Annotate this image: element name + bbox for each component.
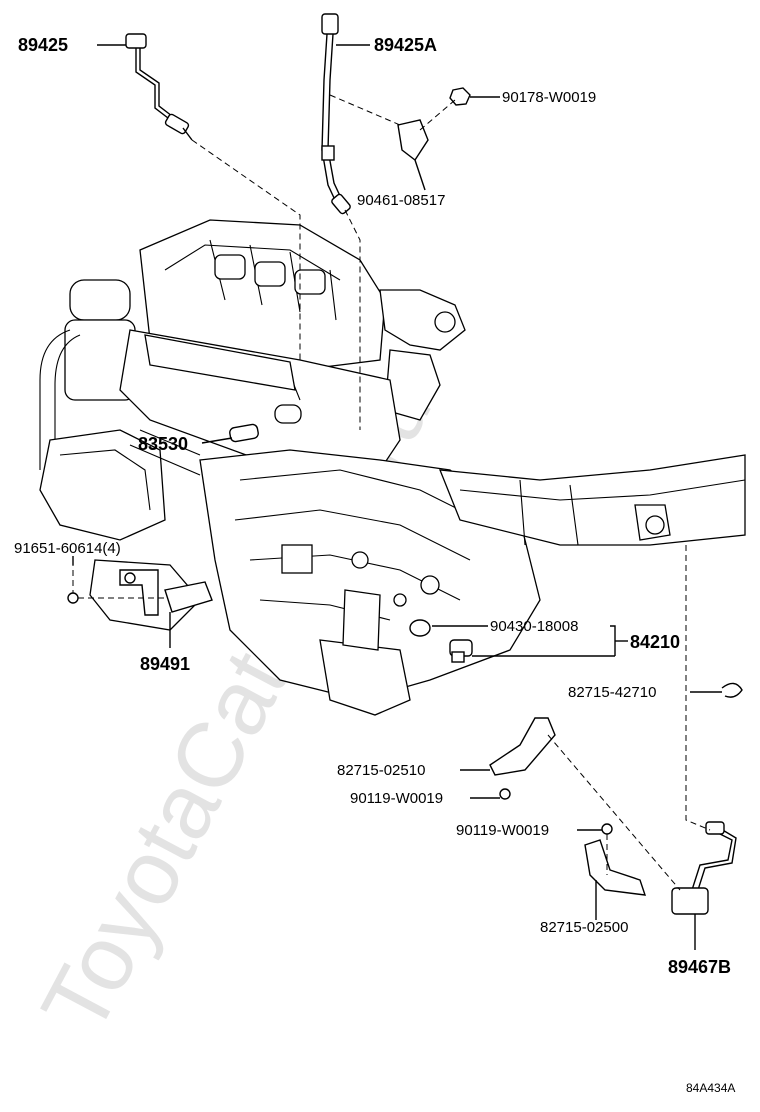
label-90461-08517: 90461-08517 — [357, 192, 445, 209]
label-90119-W0019-a: 90119-W0019 — [350, 790, 443, 807]
label-90430-18008: 90430-18008 — [490, 618, 578, 635]
label-82715-02500: 82715-02500 — [540, 919, 628, 936]
label-89467B: 89467B — [668, 957, 731, 977]
label-89491: 89491 — [140, 654, 190, 674]
sensor-84210 — [449, 639, 473, 663]
label-82715-02510: 82715-02510 — [337, 762, 425, 779]
bolt-90119-b — [601, 823, 613, 835]
reference-lines — [72, 94, 711, 891]
label-89425: 89425 — [18, 35, 68, 55]
sensor-89491 — [119, 569, 213, 616]
bracket-82715-02510 — [489, 717, 556, 776]
sensor-89467B — [671, 821, 737, 915]
label-90178-W0019: 90178-W0019 — [502, 89, 596, 106]
leader-lines — [72, 44, 722, 950]
label-84210: 84210 — [630, 632, 680, 652]
label-82715-42710: 82715-42710 — [568, 684, 656, 701]
label-83530: 83530 — [138, 434, 188, 454]
nut-90178 — [449, 87, 471, 106]
figure-code: 84A434A — [686, 1081, 735, 1095]
bolt-90119-a — [499, 788, 511, 800]
bolt-91651 — [67, 592, 79, 604]
clip-82715-42710 — [721, 682, 743, 698]
sensor-89425 — [125, 33, 193, 141]
label-90119-W0019-b: 90119-W0019 — [456, 822, 549, 839]
gasket-90430 — [409, 619, 431, 637]
sensor-89425A — [321, 13, 351, 215]
label-91651-60614: 91651-60614(4) — [14, 540, 121, 557]
switch-83530 — [229, 423, 259, 443]
clamp-90461 — [397, 119, 429, 162]
bracket-82715-02500 — [584, 839, 647, 896]
label-89425A: 89425A — [374, 35, 437, 55]
